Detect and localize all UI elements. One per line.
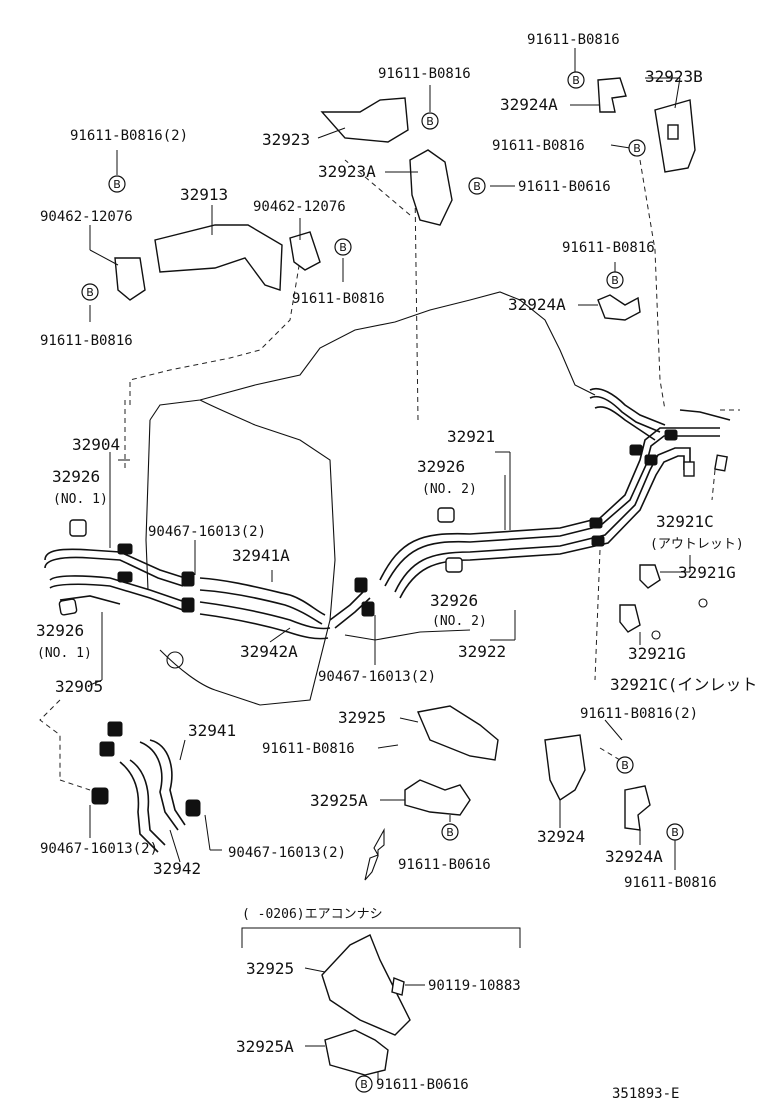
bolt-symbol: B <box>108 175 126 193</box>
label-32925: 32925 <box>246 959 294 978</box>
label-32942A: 32942A <box>240 642 298 661</box>
svg-text:B: B <box>633 142 641 155</box>
label-32924: 32924 <box>537 827 585 846</box>
part-labels: 91611-B0816 32923B 32924A 91611-B0816 91… <box>36 32 760 1102</box>
label-90467-16013-2: 90467-16013(2) <box>228 845 346 861</box>
label-32921G: 32921G <box>628 644 686 663</box>
label-91611-B0816: 91611-B0816 <box>292 291 385 307</box>
label-32923: 32923 <box>262 130 310 149</box>
svg-text:B: B <box>426 115 434 128</box>
label-90462-12076: 90462-12076 <box>253 199 346 215</box>
svg-text:B: B <box>446 826 454 839</box>
svg-text:B: B <box>572 74 580 87</box>
label-32942: 32942 <box>153 859 201 878</box>
label-32922: 32922 <box>458 642 506 661</box>
label-90119-10883: 90119-10883 <box>428 978 521 994</box>
label-range-note: ( -0206)エアコンナシ <box>242 907 383 922</box>
bolt-symbol: B <box>567 71 585 89</box>
bolt-symbol: B <box>468 177 486 195</box>
bolt-symbol: B <box>81 283 99 301</box>
direction-arrow <box>364 827 385 881</box>
label-91611-B0816: 91611-B0816 <box>378 66 471 82</box>
svg-text:B: B <box>339 241 347 254</box>
label-32904: 32904 <box>72 435 120 454</box>
brackets <box>114 77 708 1076</box>
label-no2: (NO. 2) <box>422 482 477 497</box>
label-90467-16013-2: 90467-16013(2) <box>40 841 158 857</box>
label-32926: 32926 <box>430 591 478 610</box>
bolt-symbols: B B B B B B B B B B B B <box>81 71 684 1093</box>
label-91611-B0816: 91611-B0816 <box>562 240 655 256</box>
svg-text:B: B <box>611 274 619 287</box>
label-32926: 32926 <box>36 621 84 640</box>
label-91611-B0616: 91611-B0616 <box>398 857 491 873</box>
label-32941A: 32941A <box>232 546 290 565</box>
svg-text:B: B <box>86 286 94 299</box>
label-32926: 32926 <box>52 467 100 486</box>
bolt-symbol: B <box>334 238 352 256</box>
label-32925A: 32925A <box>310 791 368 810</box>
label-90467-16013-2: 90467-16013(2) <box>148 524 266 540</box>
hose-clamps <box>91 429 678 817</box>
bolt-symbol: B <box>606 271 624 289</box>
label-32921G: 32921G <box>678 563 736 582</box>
label-32924A: 32924A <box>605 847 663 866</box>
label-outlet: (アウトレット) <box>650 537 744 552</box>
bolt-symbol: B <box>628 139 646 157</box>
label-32921C-inlet: 32921C(インレット) <box>610 675 760 694</box>
label-91611-B0816: 91611-B0816 <box>492 138 585 154</box>
label-91611-B0616: 91611-B0616 <box>518 179 611 195</box>
svg-text:B: B <box>671 826 679 839</box>
label-no1: (NO. 1) <box>53 492 108 507</box>
svg-text:B: B <box>360 1078 368 1091</box>
bolt-symbol: B <box>421 112 439 130</box>
label-32941: 32941 <box>188 721 236 740</box>
label-91611-B0816: 91611-B0816 <box>40 333 133 349</box>
diagram-reference: 351893-E <box>612 1086 679 1102</box>
cushions <box>58 507 463 616</box>
label-no2: (NO. 2) <box>432 614 487 629</box>
label-32924A: 32924A <box>500 95 558 114</box>
label-32923B: 32923B <box>645 67 703 86</box>
label-90462-12076: 90462-12076 <box>40 209 133 225</box>
label-32926: 32926 <box>417 457 465 476</box>
label-no1: (NO. 1) <box>37 646 92 661</box>
transmission-outline <box>145 291 596 706</box>
label-32925A: 32925A <box>236 1037 294 1056</box>
label-91611-B0816: 91611-B0816 <box>527 32 620 48</box>
label-91611-B0616: 91611-B0616 <box>376 1077 469 1093</box>
label-90467-16013-2: 90467-16013(2) <box>318 669 436 685</box>
bolt-symbol: B <box>441 823 459 841</box>
label-32905: 32905 <box>55 677 103 696</box>
label-32921: 32921 <box>447 427 495 446</box>
label-32925: 32925 <box>338 708 386 727</box>
label-91611-B0816: 91611-B0816 <box>624 875 717 891</box>
svg-text:B: B <box>621 759 629 772</box>
label-32923A: 32923A <box>318 162 376 181</box>
label-91611-B0816-2: 91611-B0816(2) <box>70 128 188 144</box>
label-91611-B0816-2: 91611-B0816(2) <box>580 706 698 722</box>
label-32913: 32913 <box>180 185 228 204</box>
leader-lines <box>89 48 691 1084</box>
label-91611-B0816: 91611-B0816 <box>262 741 355 757</box>
bolt-symbol: B <box>666 823 684 841</box>
svg-text:B: B <box>473 180 481 193</box>
bolt-symbol: B <box>616 756 634 774</box>
svg-text:B: B <box>113 178 121 191</box>
leader-frame <box>39 159 740 791</box>
bolt-symbol: B <box>355 1075 373 1093</box>
label-32924A: 32924A <box>508 295 566 314</box>
label-32921C: 32921C <box>656 512 714 531</box>
